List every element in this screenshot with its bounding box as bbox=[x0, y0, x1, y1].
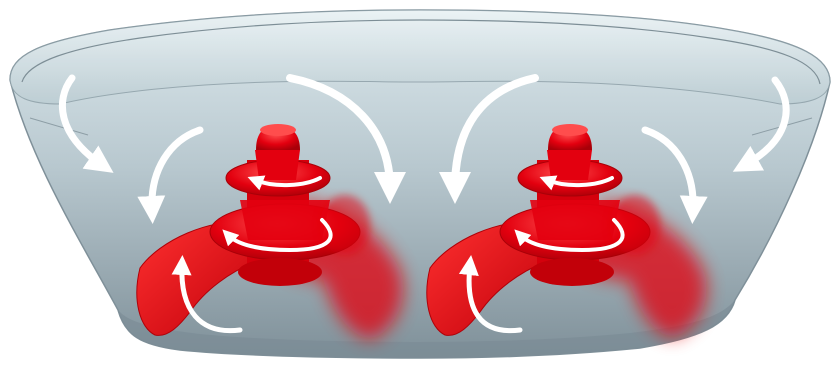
left-cap-top bbox=[260, 124, 296, 136]
right-upper-cone bbox=[547, 150, 592, 180]
left-upper-cone bbox=[255, 150, 300, 180]
right-base-hub bbox=[530, 258, 614, 286]
right-cap-top bbox=[552, 124, 588, 136]
bowl bbox=[10, 10, 830, 358]
right-lower-cone bbox=[530, 200, 620, 240]
left-base-hub bbox=[238, 258, 322, 286]
left-lower-cone bbox=[240, 200, 330, 240]
